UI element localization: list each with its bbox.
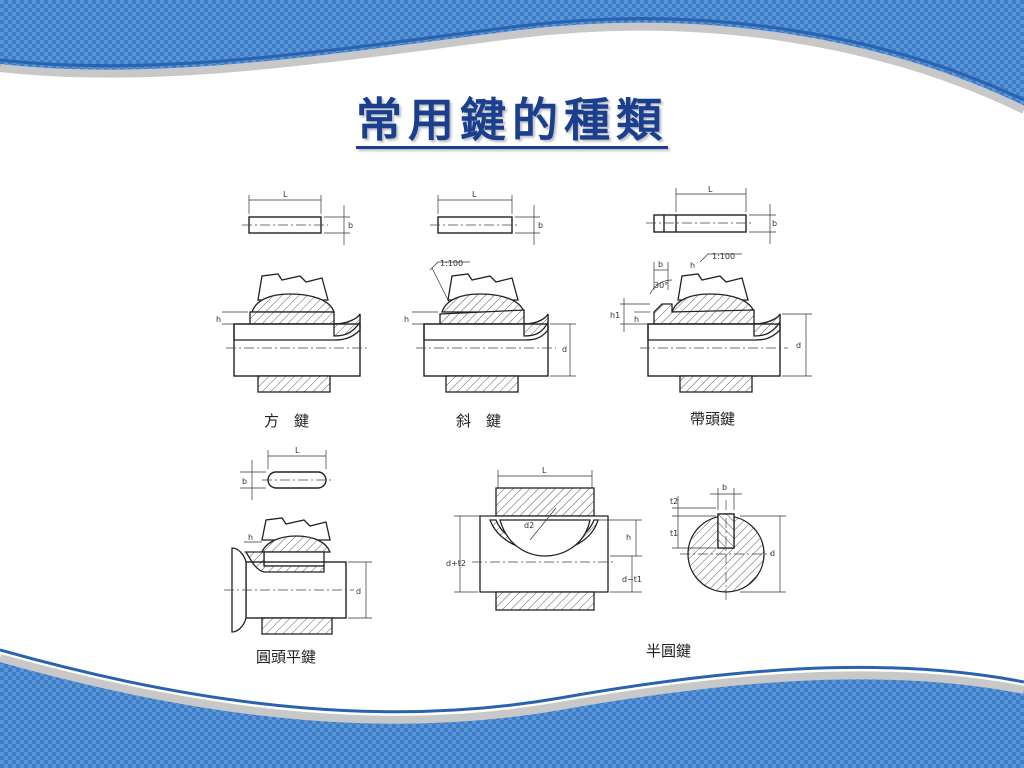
- woodruff-key-dim-t1: t1: [670, 529, 678, 538]
- gib-head-key-section: b h 1:100 30° h1 h d: [610, 252, 812, 393]
- woodruff-key-dim-d-plus-t2: d+t2: [446, 559, 466, 568]
- diagram-round-end-key: L b h d 圓頭平鍵: [224, 446, 372, 666]
- gib-head-key-caption: 帶頭鍵: [690, 410, 735, 428]
- gib-head-key-dim-b-section: b: [658, 260, 663, 269]
- gib-head-key-angle: 30°: [654, 281, 668, 290]
- taper-key-dim-d: d: [562, 345, 567, 354]
- woodruff-key-dim-d2: d2: [524, 521, 534, 530]
- woodruff-key-dim-b: b: [722, 483, 727, 492]
- woodruff-key-end-view: b t2 t1 d: [670, 483, 786, 600]
- woodruff-key-caption: 半圓鍵: [646, 642, 691, 660]
- gib-head-key-dim-h1: h1: [610, 311, 620, 320]
- square-key-dim-L: L: [283, 190, 288, 199]
- gib-head-key-slope: 1:100: [712, 252, 735, 261]
- diagram-gib-head-key: L b b h 1:100 30° h1 h: [610, 185, 812, 428]
- taper-key-slope: 1:100: [440, 259, 463, 268]
- taper-key-section: 1:100 h d: [404, 259, 576, 393]
- round-end-key-dim-h: h: [248, 533, 253, 542]
- gib-head-key-dim-b: b: [772, 219, 777, 228]
- gib-head-key-top-view: L b: [646, 185, 777, 244]
- bottom-wave-band: [0, 648, 1024, 768]
- woodruff-key-side-view: L d2 d+t2 h d−t1: [446, 466, 642, 611]
- square-key-dim-b: b: [348, 221, 353, 230]
- diagram-woodruff-key: L d2 d+t2 h d−t1 b: [446, 466, 786, 660]
- diagram-square-key: L b h 方 鍵: [216, 190, 368, 430]
- round-end-key-dim-b: b: [242, 477, 247, 486]
- woodruff-key-dim-L: L: [542, 466, 547, 475]
- round-end-key-top-view: L b: [240, 446, 334, 500]
- top-wave-band: [0, 0, 1024, 114]
- square-key-caption: 方 鍵: [264, 412, 309, 430]
- woodruff-key-dim-t2: t2: [670, 497, 678, 506]
- square-key-top-view: L b: [242, 190, 353, 245]
- gib-head-key-dim-L: L: [708, 185, 713, 194]
- slide-title: 常用鍵的種類: [0, 84, 1024, 150]
- taper-key-top-view: L b: [430, 190, 543, 245]
- woodruff-key-dim-d-minus-t1: d−t1: [622, 575, 642, 584]
- round-end-key-dim-d: d: [356, 587, 361, 596]
- gib-head-key-dim-h-top: h: [690, 261, 695, 270]
- diagram-taper-key: L b 1:100 h d 斜 鍵: [404, 190, 576, 430]
- square-key-section: h: [216, 273, 368, 393]
- square-key-dim-h: h: [216, 315, 221, 324]
- woodruff-key-dim-d: d: [770, 549, 775, 558]
- woodruff-key-dim-h: h: [626, 533, 631, 542]
- taper-key-dim-h: h: [404, 315, 409, 324]
- round-end-key-dim-L: L: [295, 446, 300, 455]
- gib-head-key-dim-d: d: [796, 341, 801, 350]
- gib-head-key-dim-h: h: [634, 315, 639, 324]
- taper-key-dim-b: b: [538, 221, 543, 230]
- taper-key-dim-L: L: [472, 190, 477, 199]
- taper-key-caption: 斜 鍵: [456, 412, 501, 430]
- round-end-key-caption: 圓頭平鍵: [256, 648, 316, 666]
- round-end-key-section: h d: [224, 517, 372, 635]
- slide-title-text: 常用鍵的種類: [356, 93, 668, 147]
